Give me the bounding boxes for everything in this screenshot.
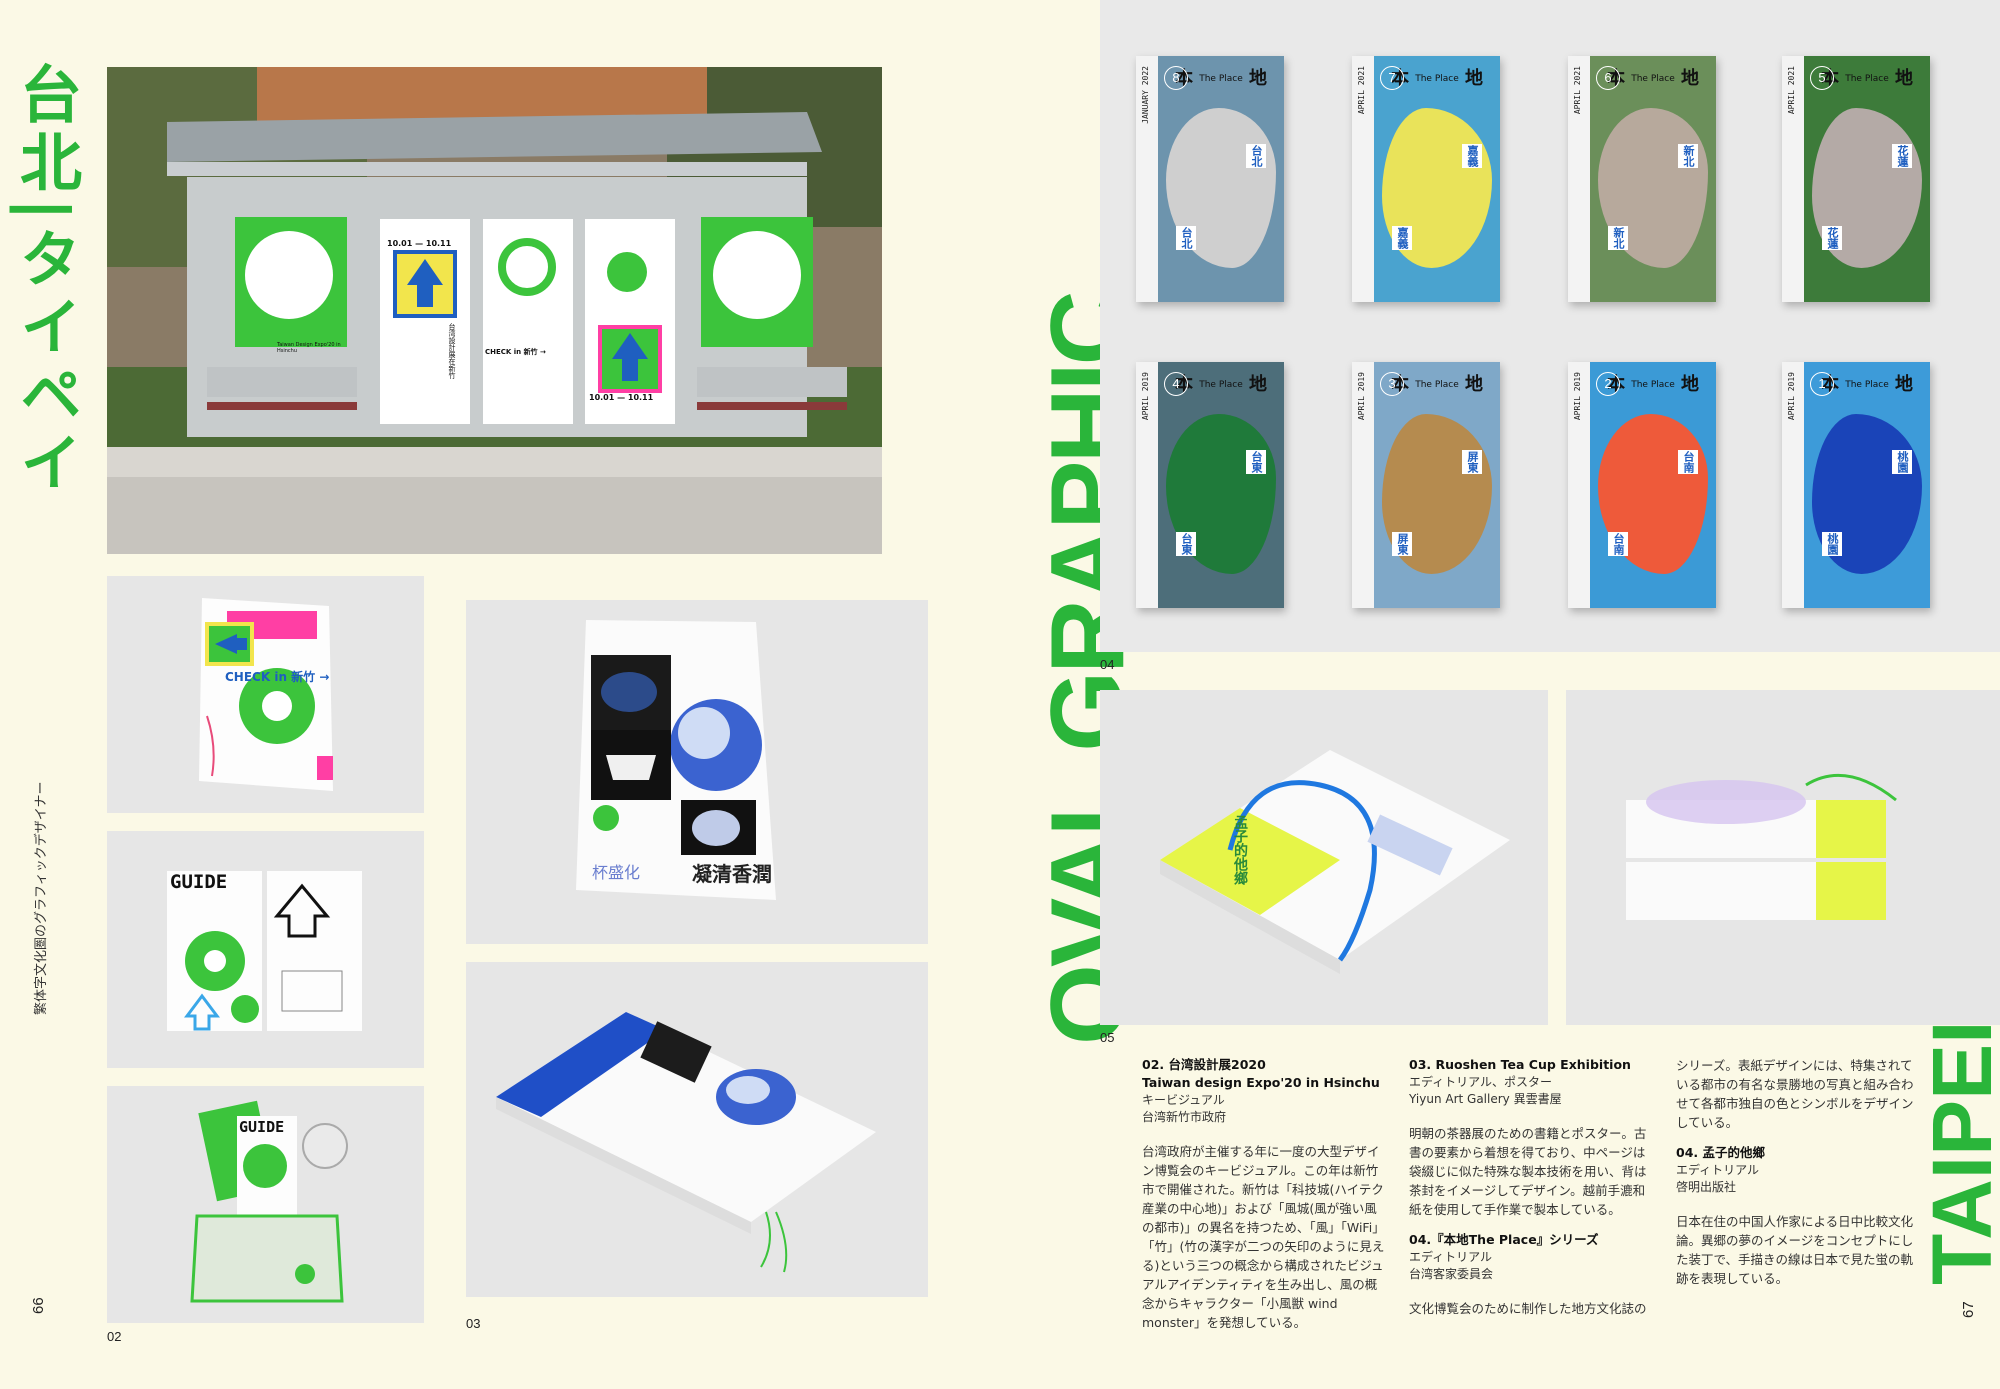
cover-barcode-band: APRIL 2019 [1352,362,1374,608]
cover-date: APRIL 2019 [1573,372,1582,421]
guide-flyer-photo: GUIDE [107,831,424,1068]
cover-barcode-band: APRIL 2021 [1782,56,1804,302]
book-05-photo-open: 孟子的他鄉 [1100,690,1548,1025]
col2-heading-1: 03. Ruoshen Tea Cup Exhibition [1409,1057,1631,1072]
text-column-2: 03. Ruoshen Tea Cup Exhibition エディトリアル、ポ… [1409,1056,1654,1318]
col2-heading-3: Yiyun Art Gallery 異雲書屋 [1409,1092,1562,1106]
cover-region-label: 桃園 [1822,532,1842,556]
caption-03: 03 [466,1316,481,1331]
bus-poster-d-date: 10.01 — 10.11 [589,393,654,402]
text-column-1: 02. 台湾設計展2020 Taiwan design Expo'20 in H… [1142,1056,1387,1332]
cover-region-label: 屏東 [1462,450,1482,474]
page-number-left: 66 [30,1297,47,1314]
col2-heading-6: 台湾客家委員会 [1409,1267,1494,1281]
tea-cup-brochure-photo: 凝清香潤 杯盛化 [466,600,928,944]
cover-barcode-band: APRIL 2021 [1568,56,1590,302]
right-side-title: TAIPEI [1915,1020,2000,1285]
cover-region-label: 台東 [1246,450,1266,474]
bus-poster-b-check: CHECK in 新竹 → [485,348,546,356]
cover-region-label: 嘉義 [1462,144,1482,168]
col1-heading-1: 02. 台湾設計展2020 [1142,1057,1266,1072]
cover-issue-number: 4 [1164,372,1188,396]
cover-region-label: 台北 [1246,144,1266,168]
cover-date: APRIL 2021 [1787,66,1796,115]
bus-stop-photo: Taiwan Design Expo'20 in Hsinchu 10.01 —… [107,67,882,554]
leaflet-photo-1: CHECK in 新竹 → [107,576,424,813]
left-side-title: 台北|タイペイ [9,62,82,499]
col3-heading-2: エディトリアル [1676,1163,1760,1177]
cover-issue-number: 2 [1596,372,1620,396]
cover-issue-number: 5 [1810,66,1834,90]
cover-region-label: 屏東 [1392,532,1412,556]
cover-date: APRIL 2021 [1573,66,1582,115]
cover-barcode-band: APRIL 2019 [1782,362,1804,608]
cover-region-label: 嘉義 [1392,226,1412,250]
cover-region-label: 台東 [1176,532,1196,556]
cover-region-label: 桃園 [1892,450,1912,474]
bus-poster-a-text: Taiwan Design Expo'20 in Hsinchu [277,342,341,354]
tea-cup-book-photo [466,962,928,1297]
cover-date: APRIL 2019 [1141,372,1150,421]
col3-body-2: 日本在住の中国人作家による日中比較文化論。異郷の夢のイメージをコンセプトにした装… [1676,1214,1914,1286]
cover-date: APRIL 2019 [1357,372,1366,421]
cover-region-label: 花蓮 [1822,226,1842,250]
brochure-title: 凝清香潤 [692,862,772,886]
cover-region-label: 台南 [1608,532,1628,556]
cover-region-label: 台南 [1678,450,1698,474]
caption-05: 05 [1100,1030,1115,1045]
cover-issue-number: 1 [1810,372,1834,396]
cover-barcode-band: APRIL 2021 [1352,56,1374,302]
bus-poster-b-title: 台湾設計展在新竹 [448,323,456,379]
col1-heading-2: Taiwan design Expo'20 in Hsinchu [1142,1075,1380,1090]
cover-barcode-band: JANUARY 2022 [1136,56,1158,302]
caption-04: 04 [1100,657,1115,672]
cover-region-label: 新北 [1608,226,1628,250]
book-05-spine-title: 孟子的他鄉 [1232,815,1248,885]
cover-region-label: 台北 [1176,226,1196,250]
page-number-right: 67 [1960,1301,1977,1318]
col3-heading-3: 啓明出版社 [1676,1180,1737,1194]
col3-heading-1: 04. 孟子的他鄉 [1676,1145,1765,1160]
caption-02: 02 [107,1329,122,1344]
cover-issue-number: 7 [1380,66,1404,90]
guide-flyer-label: GUIDE [170,871,228,893]
cover-date: JANUARY 2022 [1141,66,1150,124]
cover-region-label: 新北 [1678,144,1698,168]
col2-body-1: 明朝の茶器展のための書籍とポスター。古書の要素から着想を得ており、中ページは袋綴… [1409,1126,1647,1217]
col3-body-1: シリーズ。表紙デザインには、特集されている都市の有名な景勝地の写真と組み合わせて… [1676,1058,1914,1130]
cover-issue-number: 8 [1164,66,1188,90]
tote-guide-label: GUIDE [239,1118,285,1136]
cover-issue-number: 3 [1380,372,1404,396]
book-05-photo-stack [1566,690,2000,1025]
col2-heading-5: エディトリアル [1409,1250,1493,1264]
cover-issue-number: 6 [1596,66,1620,90]
tote-bag-photo: GUIDE [107,1086,424,1323]
col1-heading-4: 台湾新竹市政府 [1142,1110,1227,1124]
cover-barcode-band: APRIL 2019 [1568,362,1590,608]
cover-date: APRIL 2021 [1357,66,1366,115]
cover-region-label: 花蓮 [1892,144,1912,168]
col2-heading-4: 04.『本地The Place』シリーズ [1409,1232,1599,1247]
col2-heading-2: エディトリアル、ポスター [1409,1075,1553,1089]
col1-heading-3: キービジュアル [1142,1093,1225,1107]
cover-barcode-band: APRIL 2019 [1136,362,1158,608]
cover-date: APRIL 2019 [1787,372,1796,421]
text-column-3: シリーズ。表紙デザインには、特集されている都市の有名な景勝地の写真と組み合わせて… [1676,1056,1916,1288]
brochure-side-text: 杯盛化 [592,863,641,882]
col2-body-2: 文化博覧会のために制作した地方文化誌の [1409,1301,1647,1316]
col1-body: 台湾政府が主催する年に一度の大型デザイン博覧会のキービジュアル。この年は新竹市で… [1142,1144,1385,1330]
left-side-caption: 繁体字文化圏のグラフィックデザイナー [34,781,49,1015]
bus-poster-b-date: 10.01 — 10.11 [387,239,452,248]
leaflet-check-text: CHECK in 新竹 → [225,670,330,684]
